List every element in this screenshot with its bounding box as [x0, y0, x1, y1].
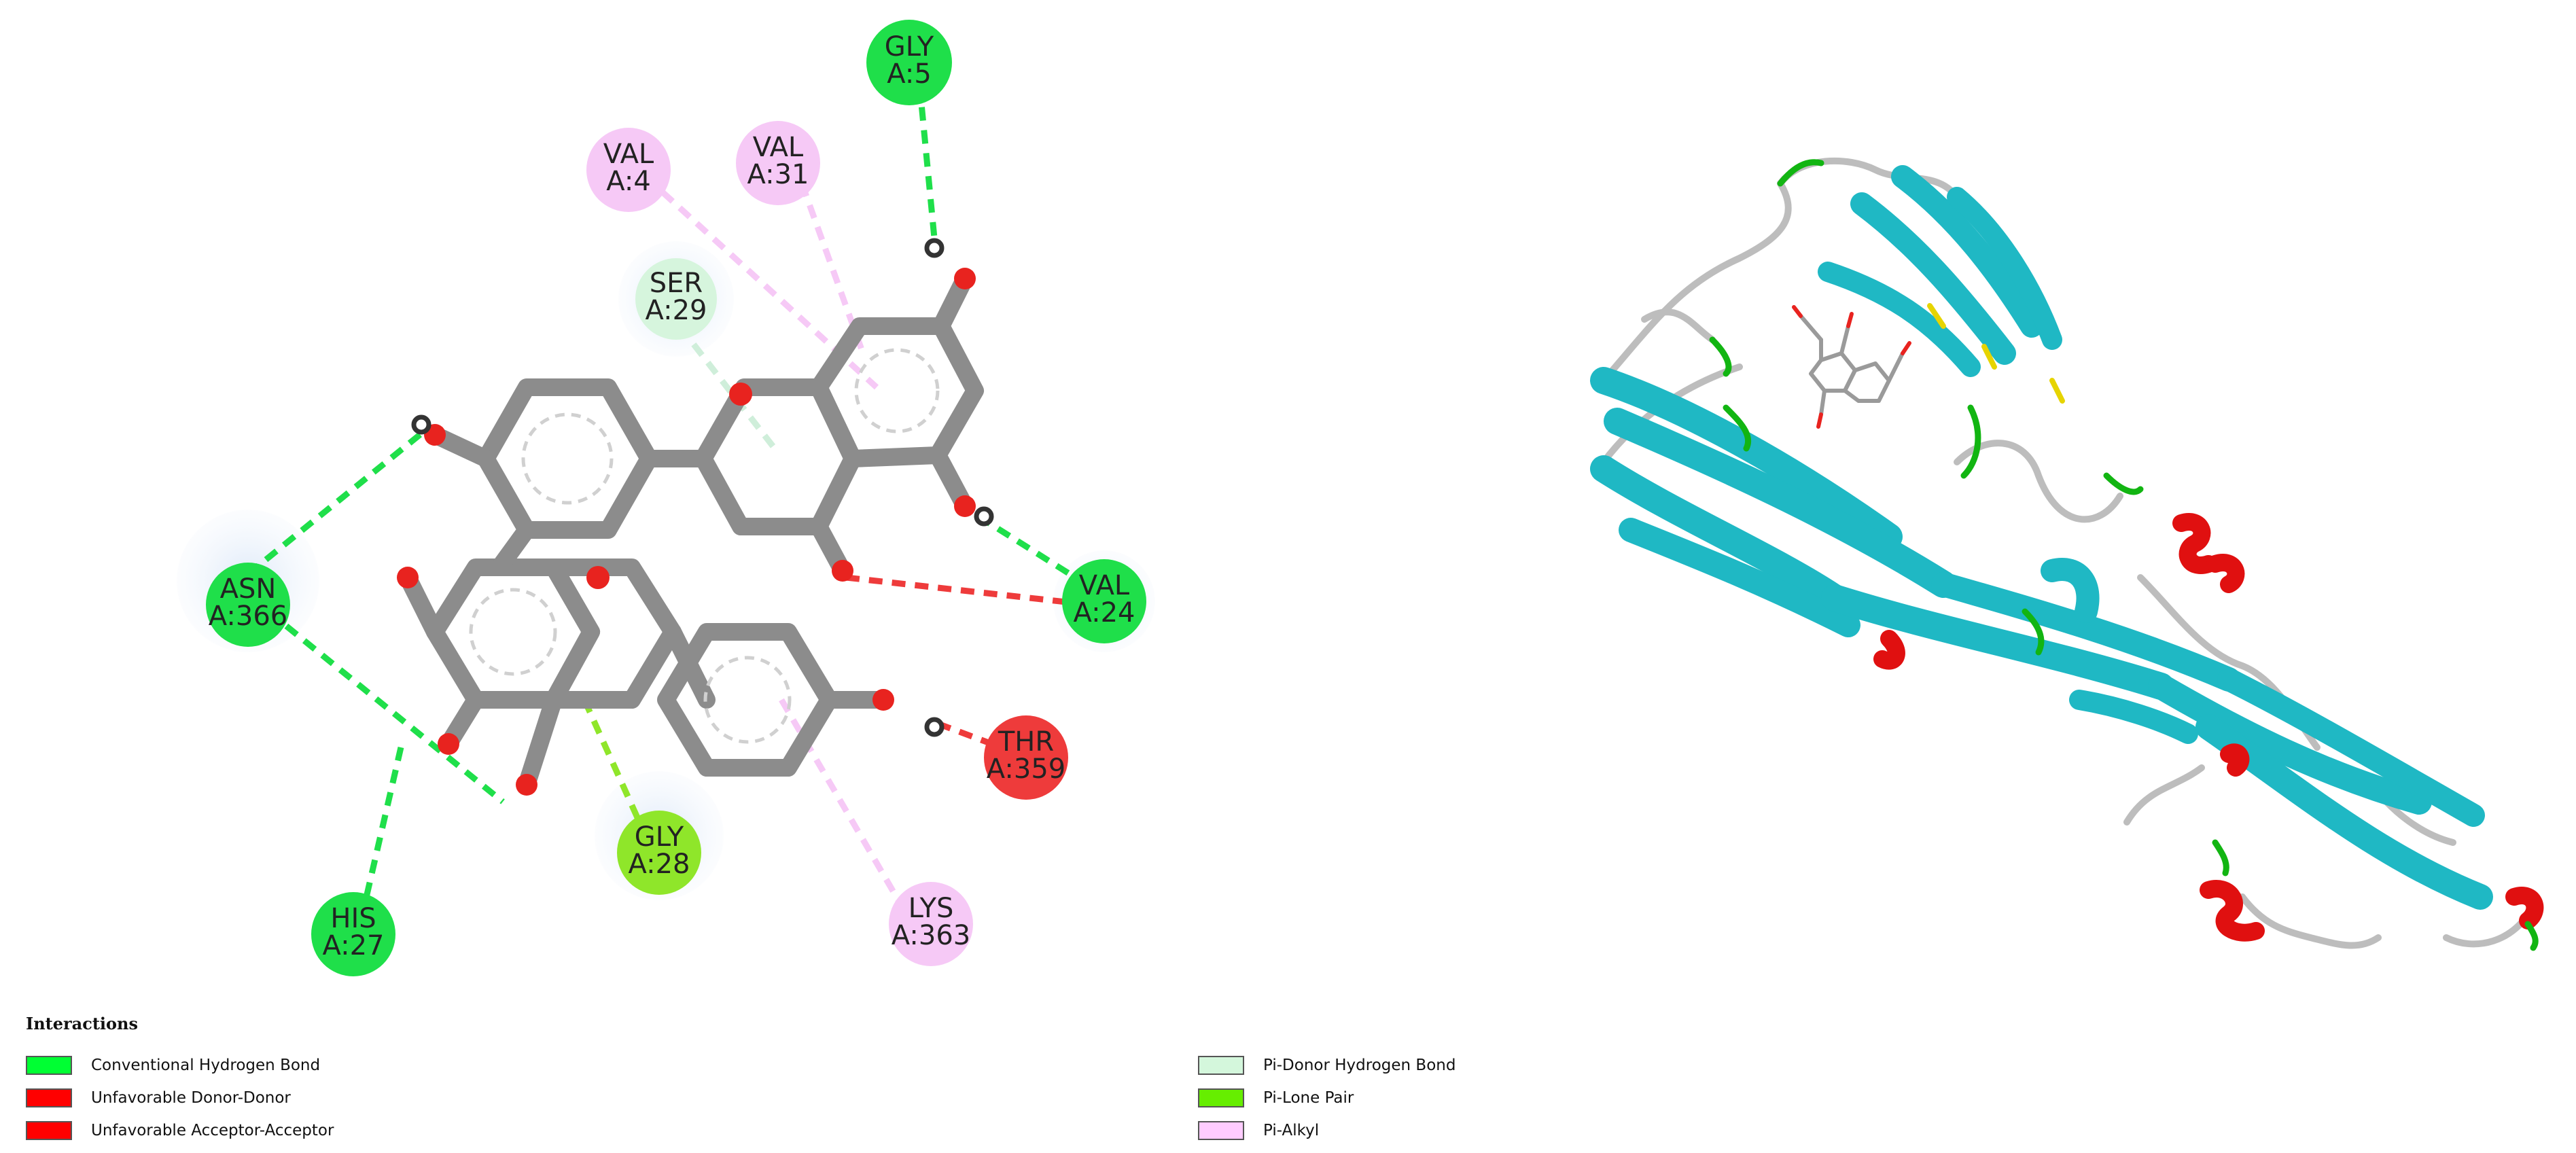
residue-name: GLY [885, 31, 934, 63]
residue-node-ser-29: SER A:29 [635, 258, 717, 340]
bound-ligand-sticks [1799, 314, 1905, 416]
pi-donor-line [677, 324, 777, 450]
residue-id: A:5 [887, 58, 932, 90]
interaction-diagram: GLY A:5 VAL A:4 VAL A:31 SER A:29 ASN A:… [177, 20, 1155, 976]
residue-name: VAL [753, 132, 804, 163]
residue-name: SER [650, 268, 703, 299]
residue-name: HIS [330, 903, 376, 934]
residue-name: GLY [635, 821, 684, 853]
hbond-line [246, 425, 430, 577]
legend-swatch [26, 1056, 72, 1075]
pi-lone-pair-line [581, 698, 649, 837]
residue-id: A:366 [209, 601, 287, 632]
residue-id: A:24 [1073, 597, 1135, 628]
legend-label: Pi-Donor Hydrogen Bond [1263, 1057, 1456, 1074]
residue-id: A:359 [987, 753, 1065, 785]
residue-node-gly-5: GLY A:5 [866, 20, 952, 105]
residue-node-val-31: VAL A:31 [736, 121, 820, 205]
legend-item-conventional-hbond: Conventional Hydrogen Bond [26, 1052, 320, 1079]
legend-item-pi-lone-pair: Pi-Lone Pair [1198, 1084, 1354, 1112]
residue-node-val-24: VAL A:24 [1062, 559, 1146, 643]
residue-id: A:28 [628, 849, 690, 880]
legend-item-pi-alkyl: Pi-Alkyl [1198, 1117, 1319, 1144]
legend-title: Interactions [26, 1014, 139, 1033]
interactions-legend: Interactions Conventional Hydrogen Bond … [26, 1004, 2540, 1153]
legend-label: Pi-Lone Pair [1263, 1089, 1354, 1107]
disulfide-bonds [1927, 303, 2065, 404]
residue-node-gly-28: GLY A:28 [617, 811, 701, 895]
residue-name: VAL [603, 139, 654, 170]
residue-name: LYS [908, 893, 954, 924]
residue-node-val-4: VAL A:4 [586, 128, 671, 212]
legend-label: Conventional Hydrogen Bond [91, 1057, 321, 1074]
residue-node-his-27: HIS A:27 [311, 892, 395, 976]
legend-label: Pi-Alkyl [1263, 1122, 1320, 1139]
turn-segments [1709, 159, 2539, 951]
legend-swatch [1198, 1056, 1244, 1075]
residue-node-lys-363: LYS A:363 [889, 882, 973, 966]
unfavorable-line [845, 574, 1091, 608]
residue-id: A:4 [606, 166, 651, 197]
legend-swatch [26, 1088, 72, 1107]
hydrogen-atoms [411, 238, 994, 737]
legend-item-unfavorable-acceptor-acceptor: Unfavorable Acceptor-Acceptor [26, 1117, 334, 1144]
legend-label: Unfavorable Donor-Donor [91, 1089, 291, 1107]
legend-item-pi-donor-hbond: Pi-Donor Hydrogen Bond [1198, 1052, 1455, 1079]
residue-id: A:31 [747, 159, 809, 190]
legend-swatch [1198, 1088, 1244, 1107]
residue-name: ASN [220, 573, 277, 605]
ligand-oxygen-sticks [1792, 305, 1911, 429]
legend-swatch [26, 1121, 72, 1140]
beta-sheets [1590, 165, 2493, 910]
legend-item-unfavorable-donor-donor: Unfavorable Donor-Donor [26, 1084, 291, 1112]
aromatic-rings [469, 348, 940, 744]
legend-label: Unfavorable Acceptor-Acceptor [91, 1122, 334, 1139]
oxygen-atoms [397, 268, 976, 796]
hbond-line [266, 609, 505, 804]
protein-ribbon-structure [1590, 157, 2544, 951]
legend-swatch [1198, 1121, 1244, 1140]
residue-id: A:29 [645, 295, 707, 326]
residue-id: A:363 [892, 920, 970, 951]
pi-alkyl-line [779, 698, 903, 906]
residue-name: THR [998, 726, 1054, 758]
residue-id: A:27 [322, 930, 384, 961]
residue-name: VAL [1079, 570, 1130, 601]
residue-node-asn-366: ASN A:366 [206, 563, 290, 647]
helix-segments [1873, 513, 2544, 942]
residue-node-thr-359: THR A:359 [984, 715, 1068, 800]
